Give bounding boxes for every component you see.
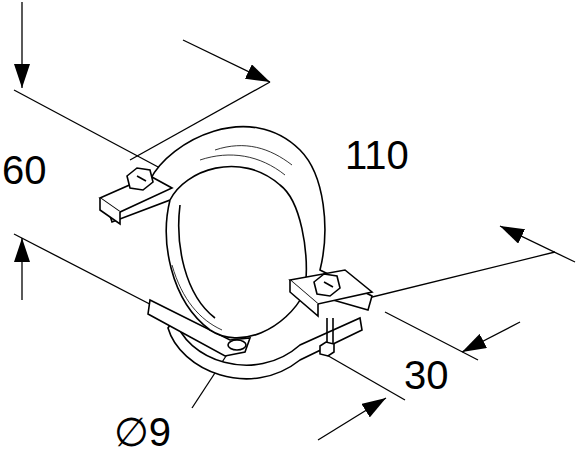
dimension-label: 30 [402, 355, 451, 395]
pipe-clamp [100, 127, 372, 379]
dimension-label: 60 [0, 150, 49, 190]
dimension-lines [14, 2, 575, 440]
diameter-label: ∅9 [112, 412, 173, 452]
dimension-label: 110 [343, 135, 411, 175]
surface-shading [172, 146, 292, 330]
